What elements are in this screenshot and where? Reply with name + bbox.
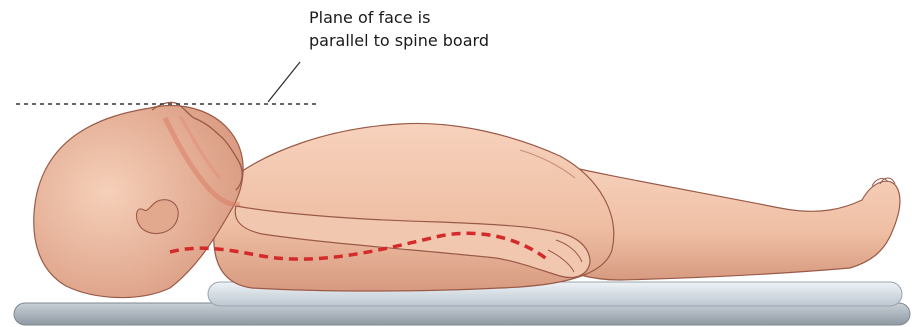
annotation-line-1: Plane of face is (309, 6, 489, 29)
leader-line (268, 62, 300, 102)
annotation-label: Plane of face is parallel to spine board (309, 6, 489, 52)
annotation-line-2: parallel to spine board (309, 29, 489, 52)
head (34, 106, 243, 298)
